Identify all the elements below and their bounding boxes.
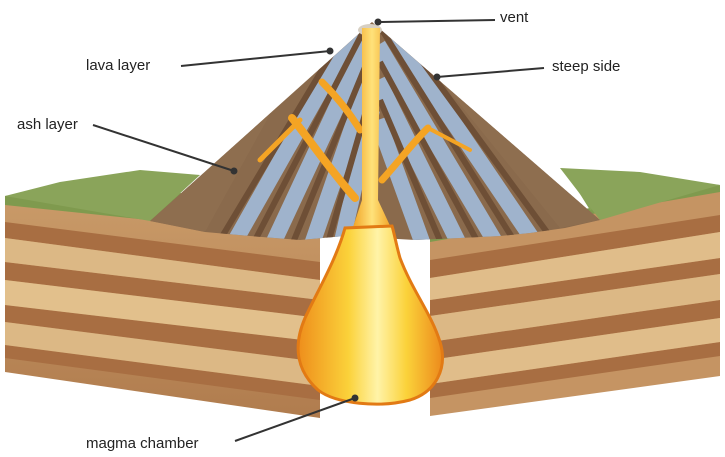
- steep-side-label: steep side: [552, 58, 620, 76]
- lava-layer-leader-line: [181, 51, 330, 66]
- lava-layer-label: lava layer: [86, 57, 150, 75]
- ash-layer-leader-line: [93, 125, 234, 171]
- vent-label: vent: [500, 9, 528, 27]
- magma-chamber-label: magma chamber: [86, 435, 199, 453]
- vent-leader-line: [378, 20, 495, 22]
- ash-layer-label: ash layer: [17, 116, 78, 134]
- steep-side-leader-line: [437, 68, 544, 77]
